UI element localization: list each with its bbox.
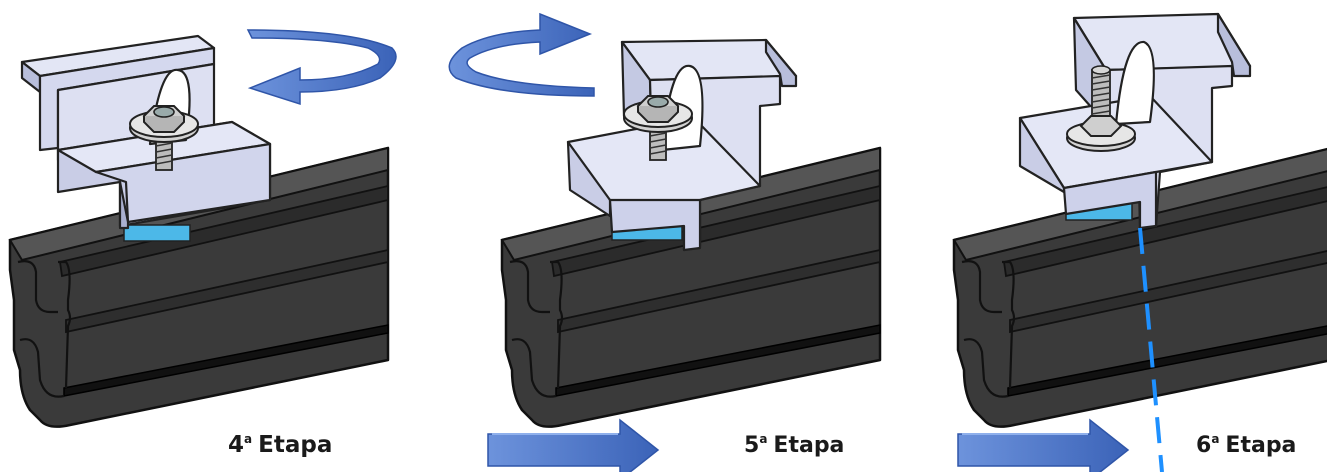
rotate-arrow-icon-2 bbox=[448, 12, 595, 97]
end-clamp-1 bbox=[20, 34, 272, 230]
alignment-dashed-line bbox=[1138, 227, 1164, 472]
clamp-pad-1 bbox=[123, 224, 191, 242]
bolt-assembly-3 bbox=[1066, 65, 1136, 152]
right-arrow-icon-2 bbox=[957, 419, 1129, 472]
rotate-arrow-icon-1 bbox=[246, 29, 397, 106]
right-arrow-icon-1 bbox=[487, 419, 659, 472]
